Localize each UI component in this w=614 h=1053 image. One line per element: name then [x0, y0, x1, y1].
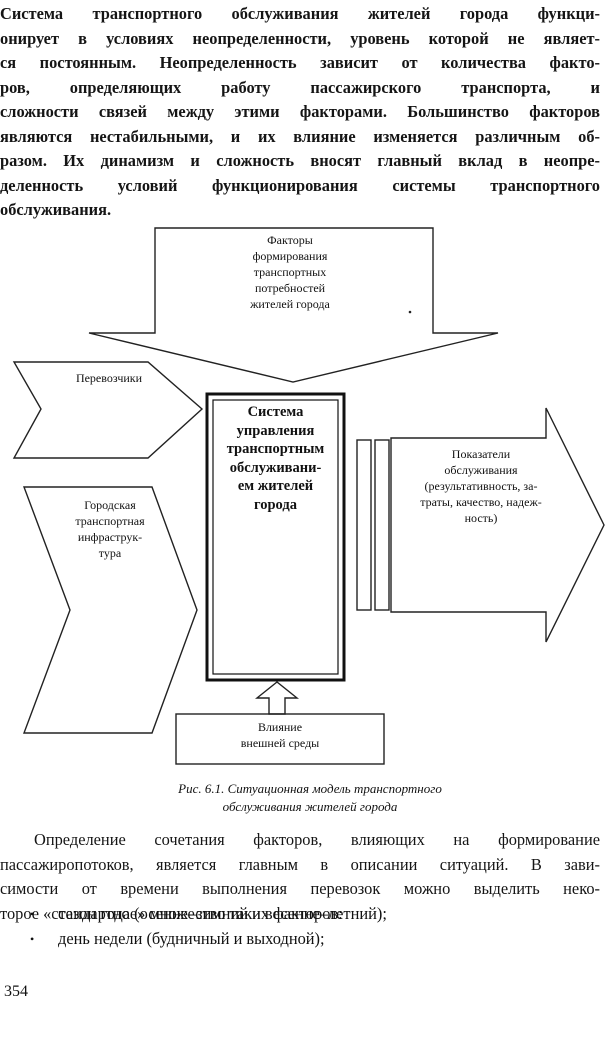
list-item: сезон года (осенне–зимний и весенне–летн… [30, 902, 590, 927]
dot-mark [408, 310, 412, 314]
page-number: 354 [4, 983, 28, 1000]
label-line: Система [247, 404, 304, 420]
text-line: симости от времени выполнения перевозок … [0, 879, 600, 898]
indicators-arrow [390, 407, 605, 643]
label-line: обслуживани- [229, 459, 322, 476]
label-line: тура [98, 546, 122, 560]
text-line: обслуживания. [0, 200, 112, 219]
label-line: Перевозчики [75, 371, 143, 385]
factor-list: сезон года (осенне–зимний и весенне–летн… [30, 902, 590, 951]
text-line: пассажиропотоков, является главным в опи… [0, 854, 600, 874]
label-line: траты, качество, надеж- [420, 495, 542, 509]
text-line: сложности связей между этими факторами. … [0, 102, 600, 121]
label-line: формирования [252, 249, 328, 263]
top-factors-arrow [88, 227, 499, 383]
carriers-arrow [12, 361, 204, 459]
label-line: жителей города [250, 297, 330, 311]
text-line: ров, определяющих работу пассажирского т… [0, 77, 600, 97]
label-line: транспортных [253, 265, 327, 279]
caption-line: обслуживания жителей города [222, 799, 398, 814]
label-line: Городская [84, 498, 136, 512]
label-line: транспортным [226, 441, 325, 457]
connector-bar [356, 439, 372, 611]
label-line: (результативность, за- [424, 479, 538, 493]
system-label: Система управления транспортным обслужив… [210, 403, 341, 514]
label-line: инфраструк- [77, 530, 143, 544]
indicators-label: Показатели обслуживания (результативност… [396, 446, 566, 526]
intro-paragraph: Система транспортного обслуживания жител… [0, 2, 600, 223]
carriers-label: Перевозчики [44, 370, 174, 386]
label-line: города [254, 496, 297, 513]
text-line: ся постоянным. Неопределенность зависит … [0, 53, 600, 72]
label-line: потребностей [254, 281, 326, 295]
connector-bar [374, 439, 390, 611]
label-line: внешней среды [240, 736, 320, 750]
text-line: разом. Их динамизм и сложность вносят гл… [0, 151, 600, 170]
label-line: Влияние [257, 720, 303, 734]
list-item: день недели (будничный и выходной); [30, 927, 590, 952]
text-line: являются нестабильными, и их влияние изм… [0, 126, 600, 146]
infrastructure-arrow [22, 486, 198, 734]
system-box-inner [212, 399, 339, 675]
text-line: Система транспортного обслуживания жител… [0, 4, 600, 23]
label-line: транспортная [75, 514, 145, 528]
label-line: ем жителей [237, 478, 314, 494]
text-line: онирует в условиях неопределенности, уро… [0, 28, 600, 48]
label-line: обслуживания [444, 463, 518, 477]
top-factors-label: Факторы формирования транспортных потреб… [210, 232, 370, 312]
caption-line: Рис. 6.1. Ситуационная модель транспортн… [178, 781, 442, 796]
environment-label: Влияние внешней среды [200, 719, 360, 751]
label-line: Факторы [267, 233, 313, 247]
figure-caption: Рис. 6.1. Ситуационная модель транспортн… [60, 780, 560, 816]
environment-arrow [255, 681, 299, 715]
infrastructure-label: Городская транспортная инфраструк- тура [50, 497, 170, 561]
text-line: Определение сочетания факторов, влияющих… [34, 830, 600, 849]
system-box-outer [205, 392, 346, 682]
label-line: ность) [464, 511, 498, 525]
text-line: деленность условий функционирования сист… [0, 175, 600, 195]
label-line: управления [236, 422, 315, 439]
label-line: Показатели [451, 447, 511, 461]
